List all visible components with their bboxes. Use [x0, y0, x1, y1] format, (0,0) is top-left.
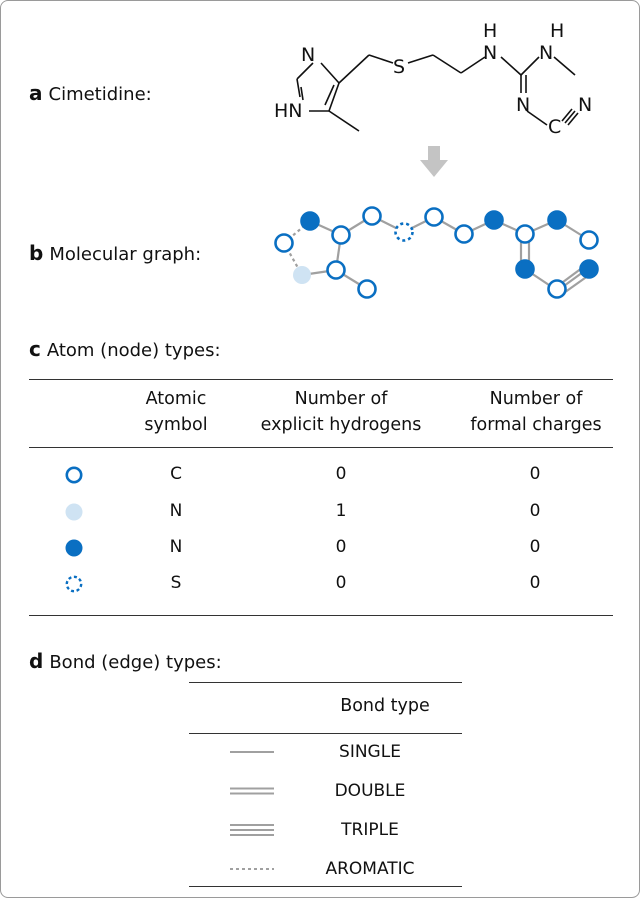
table-c-bottom-rule [29, 615, 613, 616]
atom-n-top: N [483, 42, 497, 64]
graph-node [331, 225, 351, 245]
single-line-icon [230, 751, 274, 753]
atom-c: C [548, 116, 561, 138]
header-bond-type: Bond type [340, 696, 430, 716]
row-2-charges: 0 [529, 501, 541, 521]
table-d-bottom-rule [189, 886, 462, 887]
graph-node [326, 260, 346, 280]
table-c-header-rule [29, 447, 613, 448]
graph-nodes [274, 206, 599, 299]
graph-node [547, 210, 567, 230]
row-4-hydrogens: 0 [335, 573, 347, 593]
graph-node [424, 207, 444, 227]
header-formal-charges: Number of formal charges [451, 386, 621, 438]
header-formal-charges-line2: formal charges [470, 415, 602, 435]
down-arrow-icon [420, 146, 448, 177]
table-d-top-rule [189, 682, 462, 683]
header-atomic-symbol: Atomic symbol [116, 386, 236, 438]
row-2-symbol: N [169, 501, 183, 521]
row-3-symbol: N [169, 537, 183, 557]
panel-b-letter: b [29, 241, 44, 265]
panel-a-letter: a [29, 81, 43, 105]
panel-b-label: Molecular graph: [49, 244, 202, 265]
row-4-charges: 0 [529, 573, 541, 593]
cimetidine-structure: N HN S H N H N N C N [274, 20, 592, 138]
row-1-charges: 0 [529, 464, 541, 484]
molecular-graph [274, 206, 599, 299]
bond-row-double: DOUBLE [334, 781, 406, 801]
dashed-line-icon [230, 868, 274, 870]
header-explicit-hydrogens: Number of explicit hydrogens [241, 386, 441, 438]
graph-node [484, 210, 504, 230]
panel-d-letter: d [29, 649, 44, 673]
row-1-hydrogens: 0 [335, 464, 347, 484]
row-2-hydrogens: 1 [335, 501, 347, 521]
table-d-header-rule [189, 733, 462, 734]
atom-h-right: H [550, 20, 564, 42]
graph-node [357, 279, 377, 299]
atom-hn: HN [274, 100, 303, 122]
header-explicit-hydrogens-line1: Number of [294, 389, 388, 409]
open-circle-icon [65, 466, 83, 484]
graph-node [515, 224, 535, 244]
graph-node [579, 230, 599, 250]
panel-d-label: Bond (edge) types: [49, 652, 222, 673]
atom-n-right: N [539, 42, 553, 64]
header-explicit-hydrogens-line2: explicit hydrogens [260, 415, 422, 435]
atom-n1: N [301, 44, 315, 66]
table-c-top-rule [29, 379, 613, 380]
bond-row-aromatic: AROMATIC [325, 859, 415, 879]
bond-row-triple: TRIPLE [341, 820, 399, 840]
filled-circle-icon [65, 539, 83, 557]
header-atomic-symbol-line1: Atomic [145, 389, 207, 409]
atom-h-top: H [483, 20, 497, 42]
graph-node [547, 279, 567, 299]
graph-edges [283, 215, 593, 296]
graph-node [293, 266, 311, 284]
atom-n-term: N [578, 94, 592, 116]
row-3-charges: 0 [529, 537, 541, 557]
graph-node [515, 259, 535, 279]
bond-row-single: SINGLE [339, 742, 401, 762]
header-atomic-symbol-line2: symbol [144, 415, 208, 435]
graph-node [394, 222, 414, 242]
dashed-circle-icon [65, 575, 83, 593]
graph-node [274, 233, 294, 253]
graph-node [300, 211, 320, 231]
panel-c-label: Atom (node) types: [46, 340, 221, 361]
graph-node [454, 224, 474, 244]
row-3-hydrogens: 0 [335, 537, 347, 557]
panel-a-label: Cimetidine: [48, 84, 152, 105]
triple-line-icon [230, 824, 274, 836]
double-line-icon [230, 787, 274, 795]
header-formal-charges-line1: Number of [489, 389, 583, 409]
row-4-symbol: S [170, 573, 182, 593]
light-circle-icon [65, 503, 83, 521]
atom-n-imine: N [516, 94, 530, 116]
row-1-symbol: C [170, 464, 182, 484]
panel-c-letter: c [29, 337, 41, 361]
graph-node [579, 259, 599, 279]
graph-node [362, 206, 382, 226]
atom-s: S [393, 56, 405, 78]
